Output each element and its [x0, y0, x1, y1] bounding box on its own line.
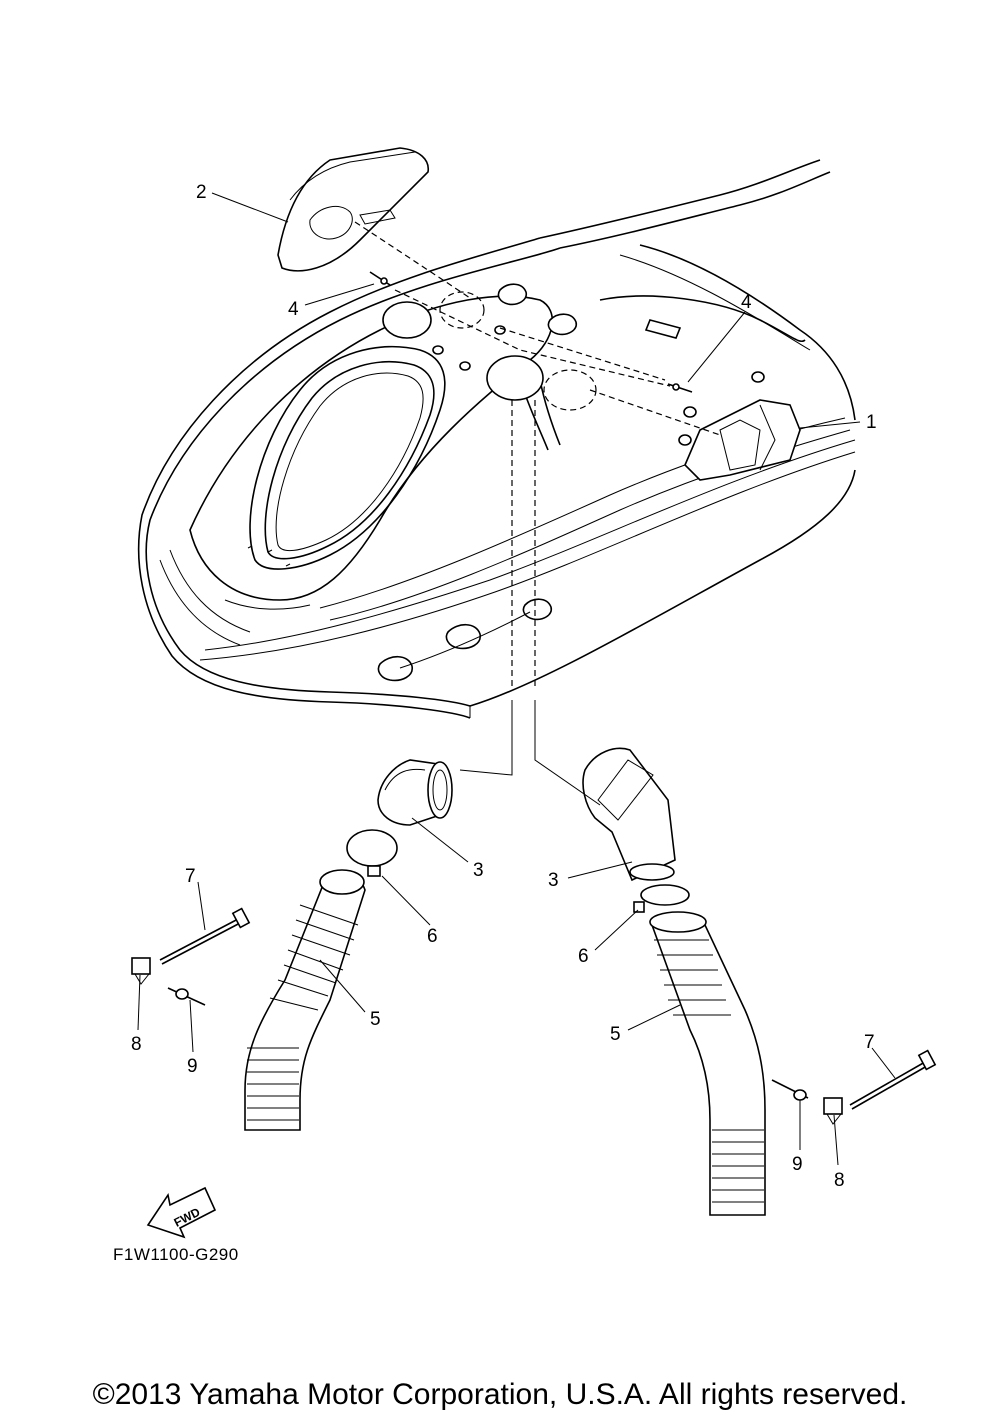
callout-4-right: 4: [741, 292, 752, 313]
left-holder-8: [131, 957, 151, 985]
callout-9-right: 9: [792, 1154, 803, 1175]
right-duct-elbow-3: [582, 747, 676, 882]
callout-3-right: 3: [548, 870, 559, 891]
right-rivet-9: [771, 1079, 809, 1101]
rivet-4-left: [369, 271, 391, 286]
callout-8-left: 8: [131, 1034, 142, 1055]
left-duct-elbow-3: [377, 759, 453, 826]
right-hose-clamp-6: [633, 884, 690, 913]
diagram-code: F1W1100-G290: [113, 1245, 239, 1264]
copyright-notice: ©2013 Yamaha Motor Corporation, U.S.A. A…: [92, 1378, 908, 1411]
left-cable-tie-7: [159, 907, 251, 965]
callout-5-right: 5: [610, 1024, 621, 1045]
left-rivet-9: [167, 987, 206, 1006]
callout-8-right: 8: [834, 1170, 845, 1191]
rear-duct-cover: [684, 399, 801, 481]
callout-9-left: 9: [187, 1056, 198, 1077]
assembly-lines: [354, 221, 721, 806]
leader-lines: [137, 192, 896, 1166]
right-holder-8: [823, 1097, 843, 1125]
hull-deck: [137, 159, 856, 719]
right-cable-tie-7: [849, 1049, 937, 1110]
callout-1: 1: [866, 412, 877, 433]
front-duct-cover: [277, 147, 429, 272]
rivet-4-right: [667, 383, 693, 393]
callout-2: 2: [196, 182, 207, 203]
right-hose-5: [649, 911, 766, 1216]
fwd-arrow-icon: FWD: [146, 1186, 217, 1239]
callout-7-right: 7: [864, 1032, 875, 1053]
callout-7-left: 7: [185, 866, 196, 887]
callout-6-left: 6: [427, 926, 438, 947]
left-hose-5: [244, 869, 366, 1131]
left-hose-clamp-6: [346, 829, 398, 877]
callout-5-left: 5: [370, 1009, 381, 1030]
callout-3-left: 3: [473, 860, 484, 881]
callout-4-left: 4: [288, 299, 299, 320]
callout-6-right: 6: [578, 946, 589, 967]
